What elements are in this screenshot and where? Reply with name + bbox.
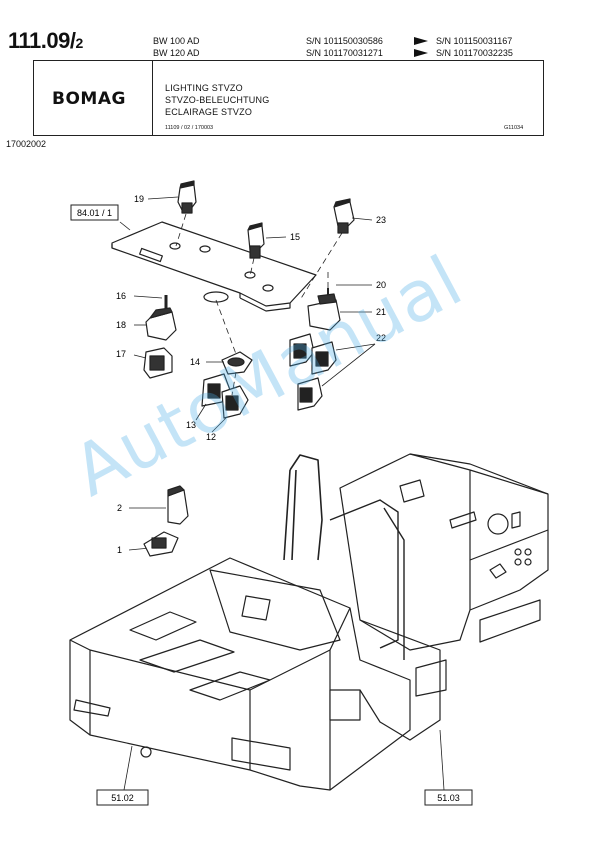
switch-plate [111, 221, 317, 307]
title-block: BOMAG LIGHTING STVZO STVZO-BELEUCHTUNG E… [33, 60, 544, 136]
title-de: STVZO-BELEUCHTUNG [165, 95, 270, 105]
ref-bottom-left: 51.02 [111, 793, 134, 803]
callout-20: 20 [376, 280, 386, 290]
serial-from-2: S/N 101170031271 [306, 48, 383, 58]
callout-15: 15 [290, 232, 300, 242]
serial-to-2: S/N 101170032235 [436, 48, 513, 58]
callout-18: 18 [116, 320, 126, 330]
logo-cell: BOMAG [34, 61, 153, 135]
callout-22: 22 [376, 333, 386, 343]
ref-box-84-01 [70, 204, 119, 221]
callout-12: 12 [206, 432, 216, 442]
callout-19: 19 [134, 194, 144, 204]
model-line-2: BW 120 AD [153, 48, 200, 58]
callout-13: 13 [186, 420, 196, 430]
callout-23: 23 [376, 215, 386, 225]
callout-14: 14 [190, 357, 200, 367]
ref-box-label: 84.01 / 1 [77, 208, 112, 218]
page-number: 111.09/2 [8, 28, 83, 53]
serial-from-1: S/N 101150030586 [306, 36, 383, 46]
ref-bottom-right: 51.03 [437, 793, 460, 803]
callout-17: 17 [116, 349, 126, 359]
callout-1: 1 [117, 545, 122, 555]
ref-code: 11109 / 02 / 170003 [165, 125, 214, 131]
callout-2: 2 [117, 503, 122, 513]
arrow-right-icon [414, 49, 428, 57]
document-number: 17002002 [6, 139, 47, 149]
model-line-1: BW 100 AD [153, 36, 200, 46]
arrow-right-icon [414, 37, 428, 45]
brand-logo: BOMAG [52, 89, 126, 109]
callout-16: 16 [116, 291, 126, 301]
title-en: LIGHTING STVZO [165, 83, 243, 93]
callout-21: 21 [376, 307, 386, 317]
title-fr: ECLAIRAGE STVZO [165, 107, 253, 117]
chassis-outline [69, 557, 411, 791]
serial-to-1: S/N 101150031167 [436, 36, 513, 46]
drawing-code: G11034 [504, 125, 524, 131]
